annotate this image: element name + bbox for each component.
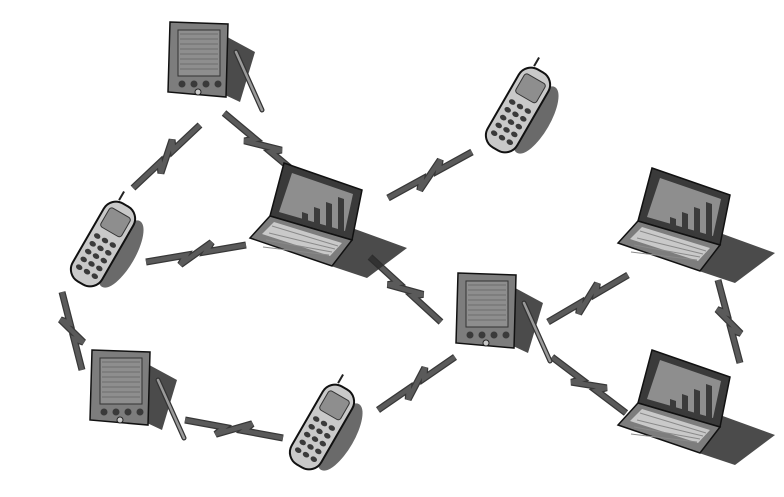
wireless-link-pda-bottom-left-phone-bottom <box>185 420 283 438</box>
wireless-link-phone-left-pda-bottom-left <box>61 292 84 370</box>
wireless-link-laptop-right-top-laptop-right-bottom <box>717 280 741 363</box>
nodes-layer <box>66 22 775 477</box>
laptop-icon <box>618 168 775 283</box>
pda-icon <box>90 350 184 438</box>
pda-icon <box>456 273 550 361</box>
mobile-phone-icon <box>285 370 371 477</box>
wireless-link-phone-left-laptop-center <box>146 242 246 264</box>
wireless-link-pda-center-right-laptop-right-top <box>548 275 628 322</box>
wireless-link-laptop-center-phone-top-right <box>388 152 472 198</box>
wireless-link-phone-bottom-pda-center-right <box>378 357 455 410</box>
laptop-icon <box>618 350 775 465</box>
pda-icon <box>168 22 262 110</box>
mobile-phone-icon <box>66 187 152 294</box>
laptop-icon <box>250 163 407 278</box>
mobile-phone-icon <box>481 53 567 160</box>
wireless-link-pda-top-phone-left <box>133 125 200 188</box>
wireless-link-pda-center-right-laptop-right-bottom <box>552 357 626 413</box>
